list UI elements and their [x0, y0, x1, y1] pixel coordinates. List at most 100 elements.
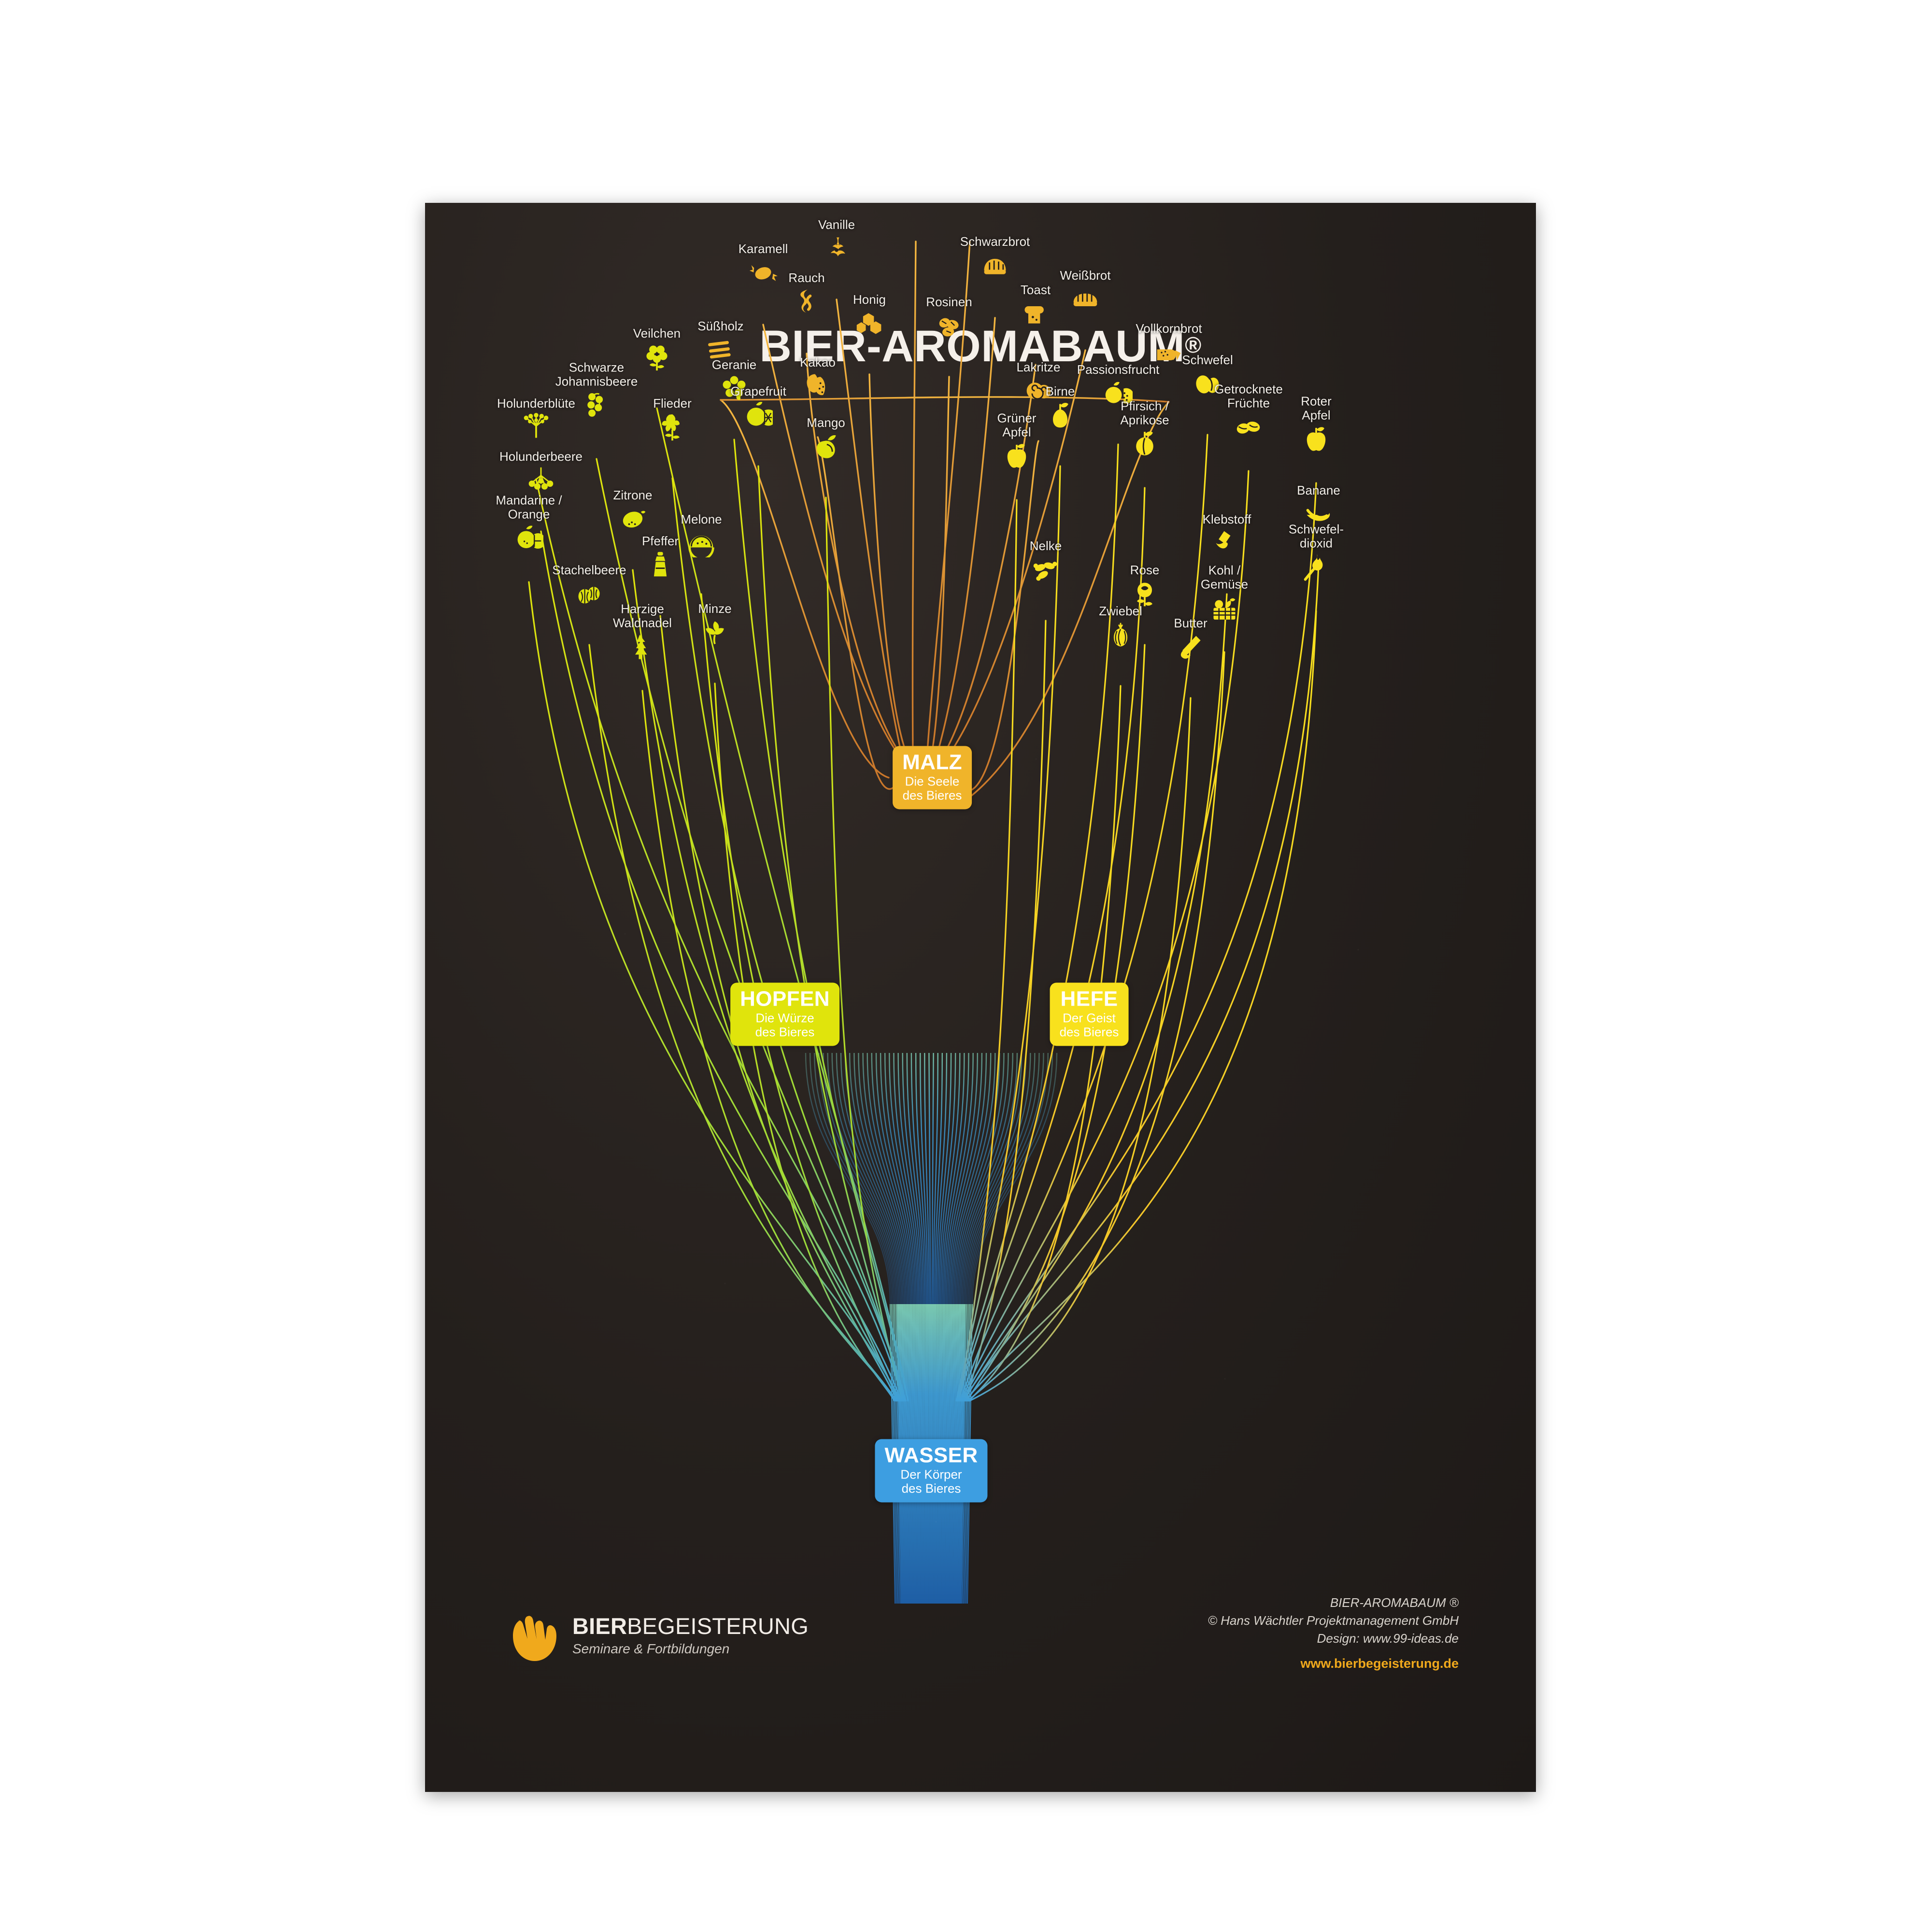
aroma-node[interactable]: Weißbrot — [1027, 268, 1143, 316]
aroma-label: Minze — [698, 601, 732, 616]
aroma-node[interactable]: Mango — [768, 415, 884, 463]
aroma-node[interactable]: Rauch — [749, 270, 865, 318]
red-apple-icon — [1258, 425, 1374, 456]
brand-name-rest: BEGEISTERUNG — [627, 1613, 809, 1639]
blackcurrant-icon — [539, 391, 654, 422]
aroma-label: Süßholz — [697, 318, 744, 333]
aroma-node[interactable]: Schwefel — [1150, 353, 1265, 400]
aroma-node[interactable]: Butter — [1133, 616, 1249, 664]
aroma-node[interactable]: Zitrone — [575, 488, 691, 536]
geranium-icon — [676, 374, 792, 405]
aroma-node[interactable]: Holunderbeere — [483, 449, 599, 497]
aroma-label: Rose — [1130, 562, 1160, 577]
violet-icon — [599, 342, 715, 374]
lemon-icon — [575, 504, 691, 536]
aroma-node[interactable]: Vollkornbrot — [1111, 321, 1227, 369]
peach-icon — [1087, 429, 1203, 461]
aroma-node[interactable]: Banane — [1261, 483, 1377, 531]
banana-icon — [1261, 499, 1377, 531]
cocoa-pod-icon — [760, 371, 876, 403]
aroma-node[interactable]: Schwefel- dioxid — [1258, 522, 1374, 583]
aroma-node[interactable]: Toast — [978, 283, 1094, 330]
aroma-label: Holunderbeere — [499, 449, 582, 464]
aroma-node[interactable]: Schwarze Johannisbeere — [539, 360, 654, 422]
beer-foam-icon — [513, 1616, 556, 1661]
aroma-node[interactable]: Minze — [657, 601, 773, 649]
aroma-label: Toast — [1020, 282, 1051, 297]
aroma-label: Nelke — [1029, 538, 1062, 553]
aroma-node[interactable]: Getrocknete Früchte — [1191, 382, 1307, 443]
aroma-node[interactable]: Karamell — [705, 242, 821, 289]
aroma-label: Rosinen — [926, 294, 972, 309]
honeycomb-icon — [811, 309, 927, 340]
licorice-swirl-icon — [980, 376, 1096, 408]
aroma-node[interactable]: Klebstoff — [1169, 512, 1285, 560]
aroma-node[interactable]: Süßholz — [663, 319, 779, 367]
butter-icon — [1133, 632, 1249, 664]
dark-bread-icon — [937, 251, 1053, 282]
toast-icon — [978, 299, 1094, 330]
category-title: HOPFEN — [740, 987, 830, 1011]
website-url[interactable]: www.bierbegeisterung.de — [1300, 1656, 1459, 1671]
aroma-node[interactable]: Holunderblüte — [478, 396, 594, 444]
aroma-node[interactable]: Grüner Apfel — [959, 411, 1075, 472]
elderberry-icon — [483, 466, 599, 497]
category-title: MALZ — [902, 750, 962, 774]
mandarin-icon — [471, 524, 587, 555]
aroma-node[interactable]: Mandarine / Orange — [471, 493, 587, 554]
aroma-node[interactable]: Kohl / Gemüse — [1166, 563, 1282, 625]
aroma-node[interactable]: Pfirsich / Aprikose — [1087, 399, 1203, 460]
aroma-label: Pfeffer — [641, 533, 679, 548]
registered-mark: ® — [1185, 332, 1202, 357]
passionfruit-icon — [1060, 379, 1176, 410]
aroma-node[interactable]: Schwarzbrot — [937, 234, 1053, 282]
pine-needle-icon — [584, 632, 700, 664]
coffee-bean-icon — [912, 203, 1028, 207]
sulphur-icon — [1150, 369, 1265, 400]
aroma-node[interactable]: Rosinen — [891, 295, 1007, 342]
aroma-node[interactable]: Pfeffer — [602, 534, 718, 582]
aroma-node[interactable]: Kakao — [760, 355, 876, 403]
brand-name-bold: BIER — [572, 1613, 627, 1639]
aroma-node[interactable]: Grapefruit — [700, 384, 816, 432]
brand-tagline: Seminare & Fortbildungen — [572, 1641, 730, 1656]
smoke-icon — [749, 287, 865, 318]
elderflower-icon — [478, 412, 594, 444]
mango-icon — [768, 432, 884, 463]
aroma-node[interactable]: Harzige Waldnadel — [584, 602, 700, 663]
aroma-node[interactable]: Veilchen — [599, 326, 715, 374]
aroma-node[interactable]: Kaffee — [912, 203, 1028, 207]
credit-line-1: BIER-AROMABAUM ® — [1330, 1595, 1459, 1610]
aroma-node[interactable]: Flieder — [614, 396, 730, 444]
pepper-mill-icon — [602, 550, 718, 582]
flame-match-icon — [1258, 553, 1374, 584]
aroma-node[interactable]: Passionsfrucht — [1060, 362, 1176, 410]
gooseberry-icon — [531, 579, 647, 611]
aroma-node[interactable]: Vanille — [779, 217, 895, 265]
credit-line-3: Design: www.99-ideas.de — [1317, 1631, 1459, 1646]
glue-icon — [1169, 528, 1285, 560]
aroma-node[interactable]: Honig — [811, 292, 927, 340]
aroma-node[interactable]: Zwiebel — [1063, 604, 1179, 652]
aroma-node[interactable]: Roter Apfel — [1258, 394, 1374, 455]
credit-block: BIER-AROMABAUM ® © Hans Wächtler Projekt… — [1208, 1594, 1459, 1673]
category-title: HEFE — [1060, 987, 1118, 1011]
aroma-node[interactable]: Geranie — [676, 357, 792, 405]
aroma-node[interactable]: Melone — [643, 512, 759, 561]
aroma-node[interactable]: Nelke — [988, 539, 1104, 586]
aroma-node[interactable]: Lakritze — [980, 360, 1096, 408]
category-subtitle: Der Geist des Bieres — [1059, 1010, 1119, 1039]
aroma-label: Klebstoff — [1202, 511, 1251, 526]
aroma-node[interactable]: Stachelbeere — [531, 563, 647, 611]
aroma-node[interactable]: Birne — [1002, 384, 1118, 432]
aroma-label: Mandarine / Orange — [496, 493, 562, 522]
aroma-label: Karamell — [738, 241, 788, 256]
aroma-node[interactable]: Rose — [1087, 563, 1203, 611]
wholemeal-bread-icon — [1111, 338, 1227, 369]
category-subtitle: Die Seele des Bieres — [902, 774, 962, 803]
